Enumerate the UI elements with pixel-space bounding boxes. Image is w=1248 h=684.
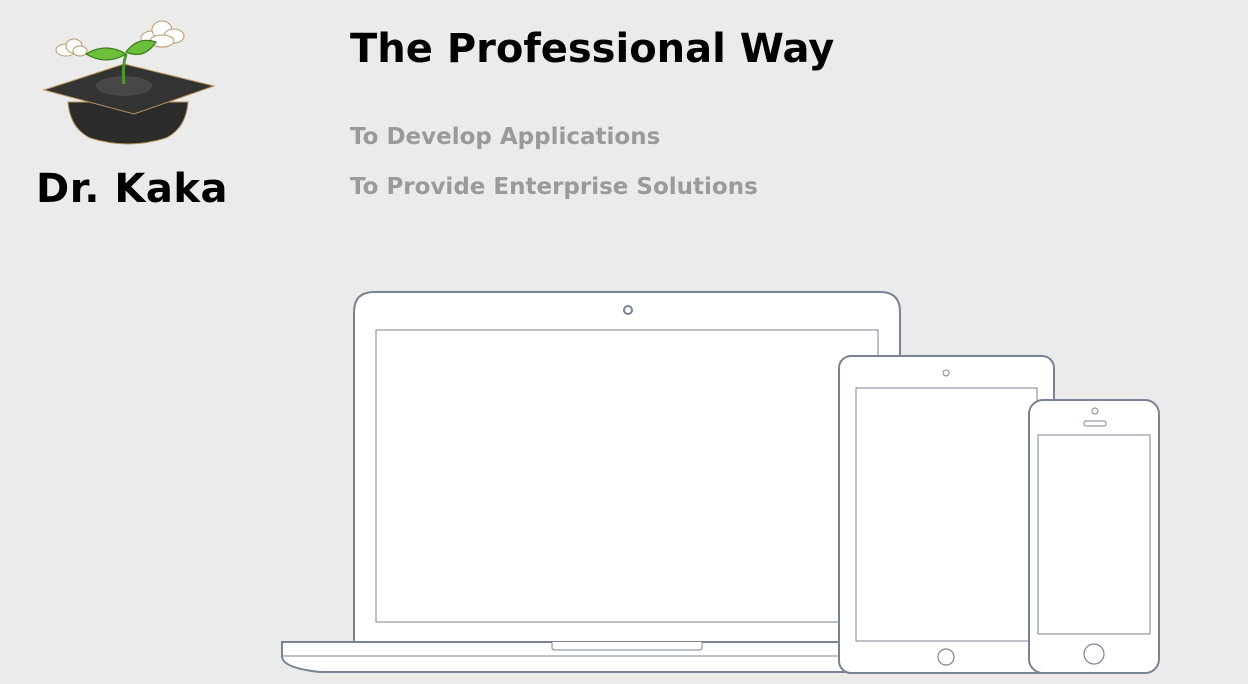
tagline-enterprise: To Provide Enterprise Solutions [350, 174, 758, 200]
tagline-develop: To Develop Applications [350, 124, 661, 150]
leaf-right-icon [125, 39, 157, 55]
page-title: The Professional Way [350, 26, 835, 72]
cap-base-icon [67, 101, 189, 145]
tablet-icon [838, 355, 1055, 674]
laptop-icon [281, 291, 973, 673]
logo[interactable]: Dr. Kaka [36, 16, 228, 216]
cloud-left-icon [55, 38, 88, 57]
brand-name: Dr. Kaka [36, 166, 228, 212]
sprout-stem-icon [121, 53, 128, 85]
phone-icon [1028, 399, 1160, 674]
leaf-left-icon [84, 47, 128, 61]
graduation-cap-sprout-icon [42, 20, 216, 145]
